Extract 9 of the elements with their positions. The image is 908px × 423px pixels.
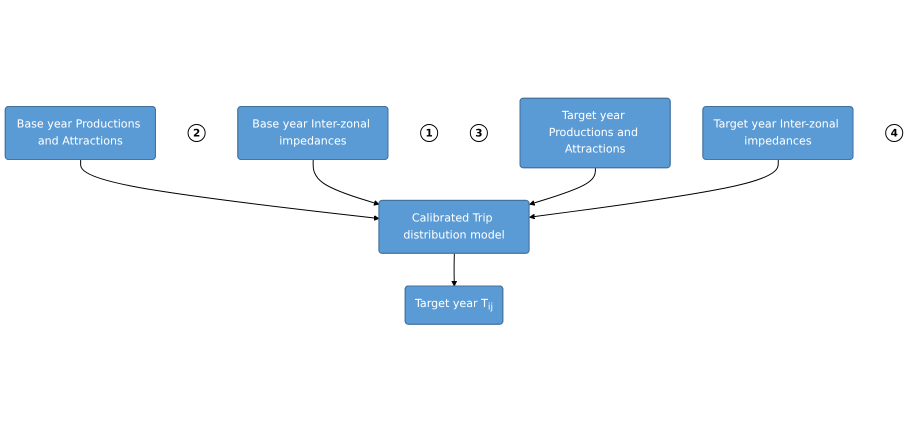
arrow [529,160,779,220]
arrow [451,253,458,287]
arrow [312,160,380,206]
arrow [80,160,380,222]
arrow [529,168,596,206]
node-circle: 1 [420,124,438,142]
node-circle: 2 [188,124,206,142]
node-circle: 3 [470,124,488,142]
node-circle: 4 [885,124,904,142]
